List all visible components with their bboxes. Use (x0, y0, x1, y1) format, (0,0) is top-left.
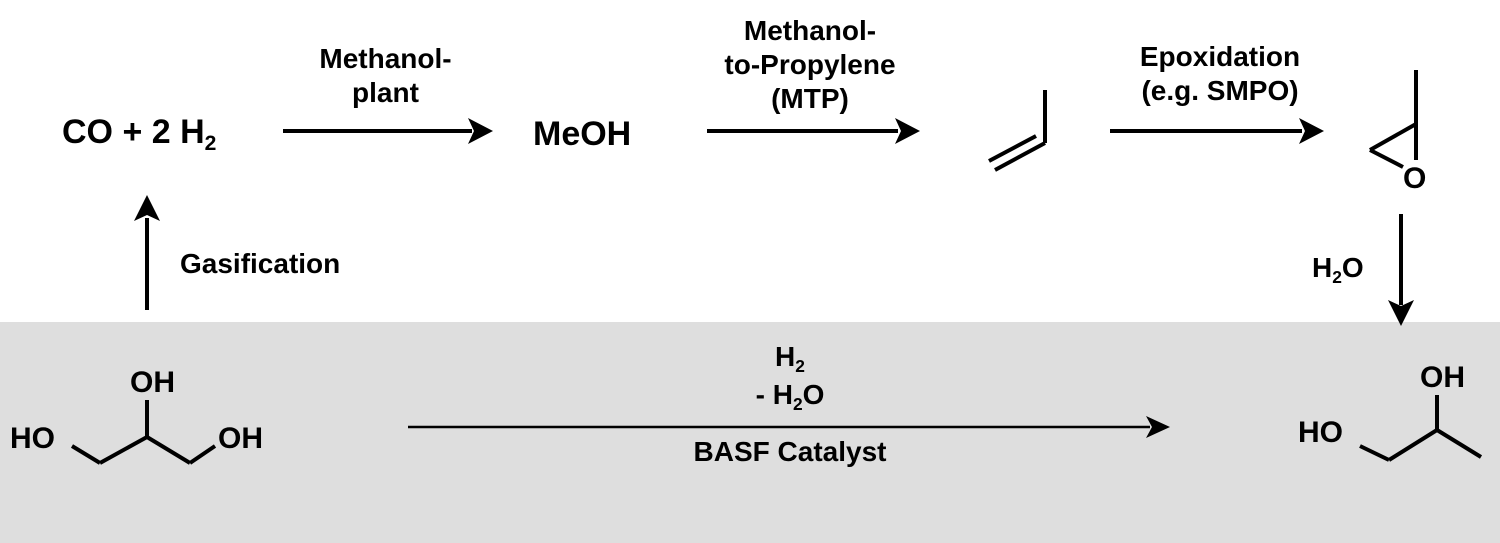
methanol-label: MeOH (533, 115, 632, 153)
water-removed-label: - H2O (755, 379, 825, 414)
arrowhead-gasification (134, 195, 160, 221)
catalyst-label: BASF Catalyst (693, 436, 887, 467)
arrowhead-epoxidation (1299, 118, 1324, 144)
arrowhead-direct-route (1146, 416, 1170, 438)
arrowhead-hydrolysis (1388, 300, 1414, 326)
propylene-double-bond-b (988, 134, 1037, 163)
epoxide-ring-co-left (1369, 148, 1404, 169)
glycerol-oh-right: OH (218, 422, 263, 455)
arrowhead-methanol-plant (468, 118, 493, 144)
water-label: H2O (1312, 252, 1364, 287)
hydrogen-reagent: H2 (775, 341, 805, 376)
mtp-label: Methanol- to-Propylene (MTP) (724, 15, 896, 114)
epoxidation-label: Epoxidation (e.g. SMPO) (1139, 41, 1301, 106)
glycerol-bond-4 (188, 444, 217, 465)
glycerol-bond-1 (70, 444, 102, 465)
syngas-formula: CO + 2 H2 (62, 113, 217, 155)
gasification-label: Gasification (180, 248, 341, 279)
propanediol-oh-top: OH (1420, 361, 1465, 394)
glycerol-bond-2 (99, 435, 148, 465)
propanediol-bond-2 (1387, 428, 1439, 462)
propanediol-ho-left: HO (1298, 416, 1343, 449)
glycerol-oh-top: OH (130, 366, 175, 399)
glycerol-bond-3 (145, 435, 192, 465)
highlight-band (0, 322, 1500, 543)
methanol-plant-label: Methanol- plant (319, 43, 452, 108)
propylene-double-bond-a (994, 141, 1046, 172)
propanediol-bond-3 (1435, 428, 1483, 459)
epoxide-oxygen: O (1403, 162, 1427, 195)
arrowhead-mtp (895, 118, 920, 144)
propanediol-bond-1 (1359, 444, 1390, 462)
glycerol-ho-left: HO (10, 422, 55, 455)
epoxide-ring-cc (1369, 122, 1417, 152)
